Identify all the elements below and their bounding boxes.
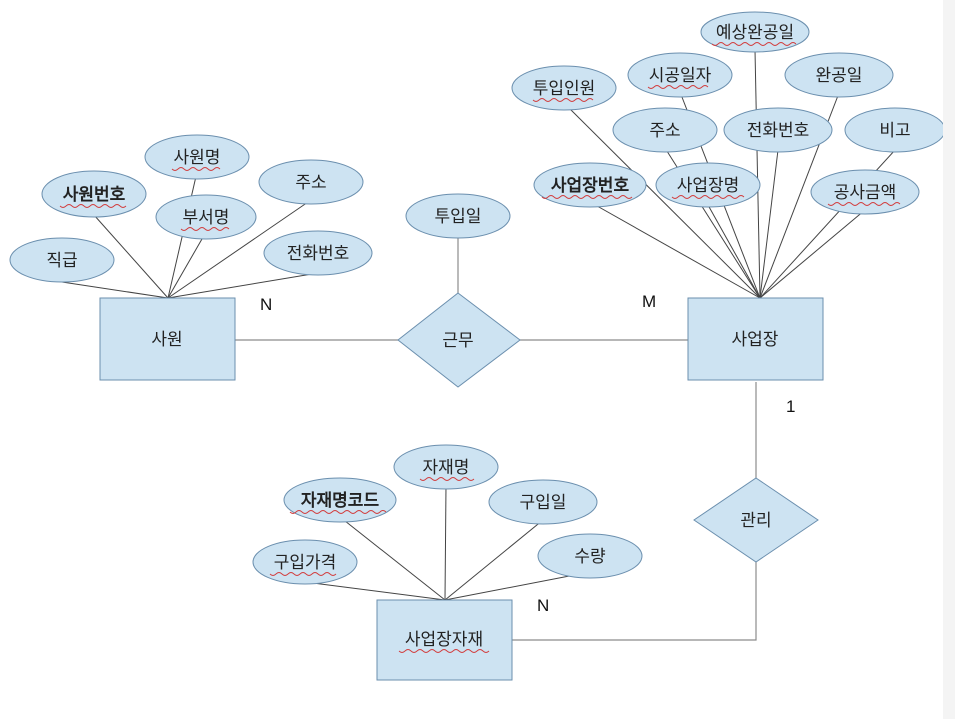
relationship-work: 근무 (397, 292, 521, 388)
attr-employee-phone-label: 전화번호 (287, 244, 350, 264)
attr-employee-dept-label: 부서명 (183, 208, 230, 228)
attr-site-phone-label: 전화번호 (747, 121, 810, 141)
attr-employee-phone: 전화번호 (263, 230, 373, 276)
attr-site-name-label: 사업장명 (677, 176, 740, 196)
entity-site-label: 사업장 (732, 330, 779, 350)
attr-employee-address: 주소 (258, 159, 364, 205)
attr-site-id: 사업장번호 (533, 162, 647, 208)
attr-site-expected-date-label: 예상완공일 (716, 23, 794, 43)
attr-employee-name: 사원명 (144, 134, 250, 180)
attr-employee-rank-label: 직급 (46, 251, 77, 271)
entity-employee-label: 사원 (151, 330, 182, 350)
attr-site-address: 주소 (612, 107, 718, 153)
entity-material: 사업장자재 (376, 599, 513, 681)
entity-site: 사업장 (687, 297, 824, 381)
attr-site-address-label: 주소 (649, 121, 680, 141)
attr-material-price: 구입가격 (252, 539, 358, 585)
attr-site-id-label: 사업장번호 (551, 176, 630, 196)
relationship-manage-label: 관리 (740, 511, 771, 531)
cardinality-material-manage: N (537, 596, 549, 615)
attr-material-code: 자재명코드 (283, 477, 397, 523)
attr-site-complete-date: 완공일 (784, 52, 894, 98)
attr-site-cost: 공사금액 (810, 169, 920, 215)
attr-material-name-label: 자재명 (423, 458, 470, 478)
attr-employee-name-label: 사원명 (174, 148, 221, 168)
attr-employee-id-label: 사원번호 (63, 185, 126, 205)
attr-material-price-label: 구입가격 (274, 553, 337, 573)
attr-employee-id: 사원번호 (41, 170, 147, 218)
entity-material-label: 사업장자재 (405, 630, 483, 650)
attr-site-cost-label: 공사금액 (834, 183, 897, 203)
right-edge-strip (943, 0, 955, 719)
attr-site-staff-label: 투입인원 (533, 79, 596, 99)
relationship-lines (235, 234, 757, 641)
attr-site-staff: 투입인원 (511, 65, 617, 111)
attr-employee-address-label: 주소 (295, 173, 326, 193)
attr-material-purchase-date: 구입일 (488, 479, 598, 525)
attr-material-name: 자재명 (393, 444, 499, 490)
cardinality-site-work: M (642, 292, 656, 311)
attr-work-input-date: 투입일 (405, 193, 511, 239)
relationship-manage: 관리 (693, 477, 819, 563)
attr-site-phone: 전화번호 (723, 107, 833, 153)
attr-material-quantity: 수량 (537, 533, 643, 579)
attr-site-start-date-label: 시공일자 (649, 66, 712, 86)
entity-employee: 사원 (99, 297, 236, 381)
material-attribute-connectors (304, 484, 591, 601)
attr-site-note-label: 비고 (879, 121, 910, 141)
cardinality-site-manage: 1 (786, 397, 795, 416)
attr-material-quantity-label: 수량 (574, 547, 606, 567)
attr-site-note: 비고 (844, 107, 946, 153)
attr-work-input-date-label: 투입일 (435, 207, 482, 227)
attr-site-start-date: 시공일자 (627, 52, 733, 98)
attr-employee-rank: 직급 (9, 237, 115, 283)
attr-employee-dept: 부서명 (155, 194, 257, 240)
cardinality-employee-work: N (260, 295, 272, 314)
attr-site-complete-date-label: 완공일 (816, 66, 863, 86)
attr-material-code-label: 자재명코드 (301, 491, 380, 511)
attr-material-purchase-date-label: 구입일 (520, 493, 567, 513)
attr-site-expected-date: 예상완공일 (700, 11, 810, 53)
relationship-work-label: 근무 (442, 331, 473, 351)
attr-site-name: 사업장명 (655, 162, 761, 208)
